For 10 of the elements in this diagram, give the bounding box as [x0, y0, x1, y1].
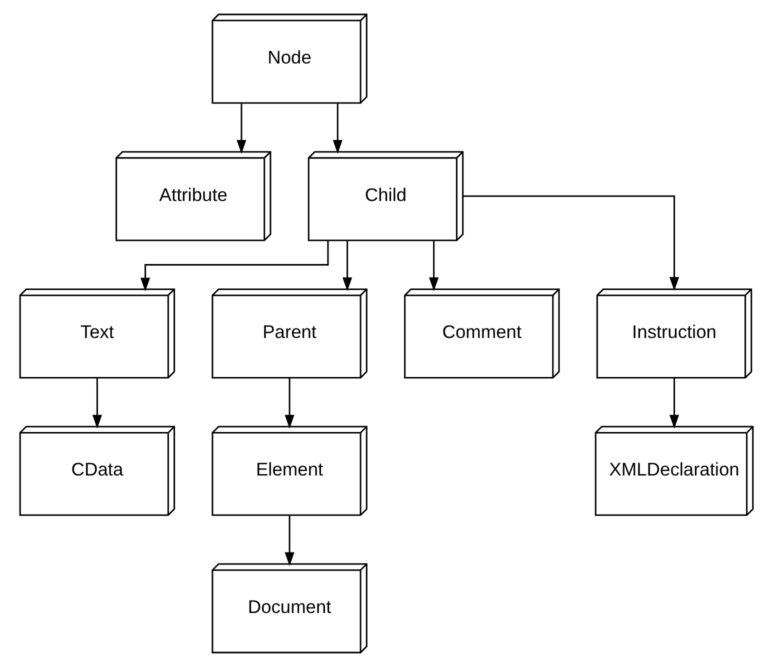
arrow: [140, 240, 328, 292]
arrow: [332, 104, 342, 154]
arrow: [668, 378, 679, 429]
arrow: [236, 104, 246, 154]
arrow: [92, 378, 102, 429]
arrow: [462, 195, 679, 291]
arrow: [428, 241, 438, 292]
arrow: [284, 516, 294, 566]
arrow: [284, 378, 294, 429]
arrow: [342, 241, 352, 292]
